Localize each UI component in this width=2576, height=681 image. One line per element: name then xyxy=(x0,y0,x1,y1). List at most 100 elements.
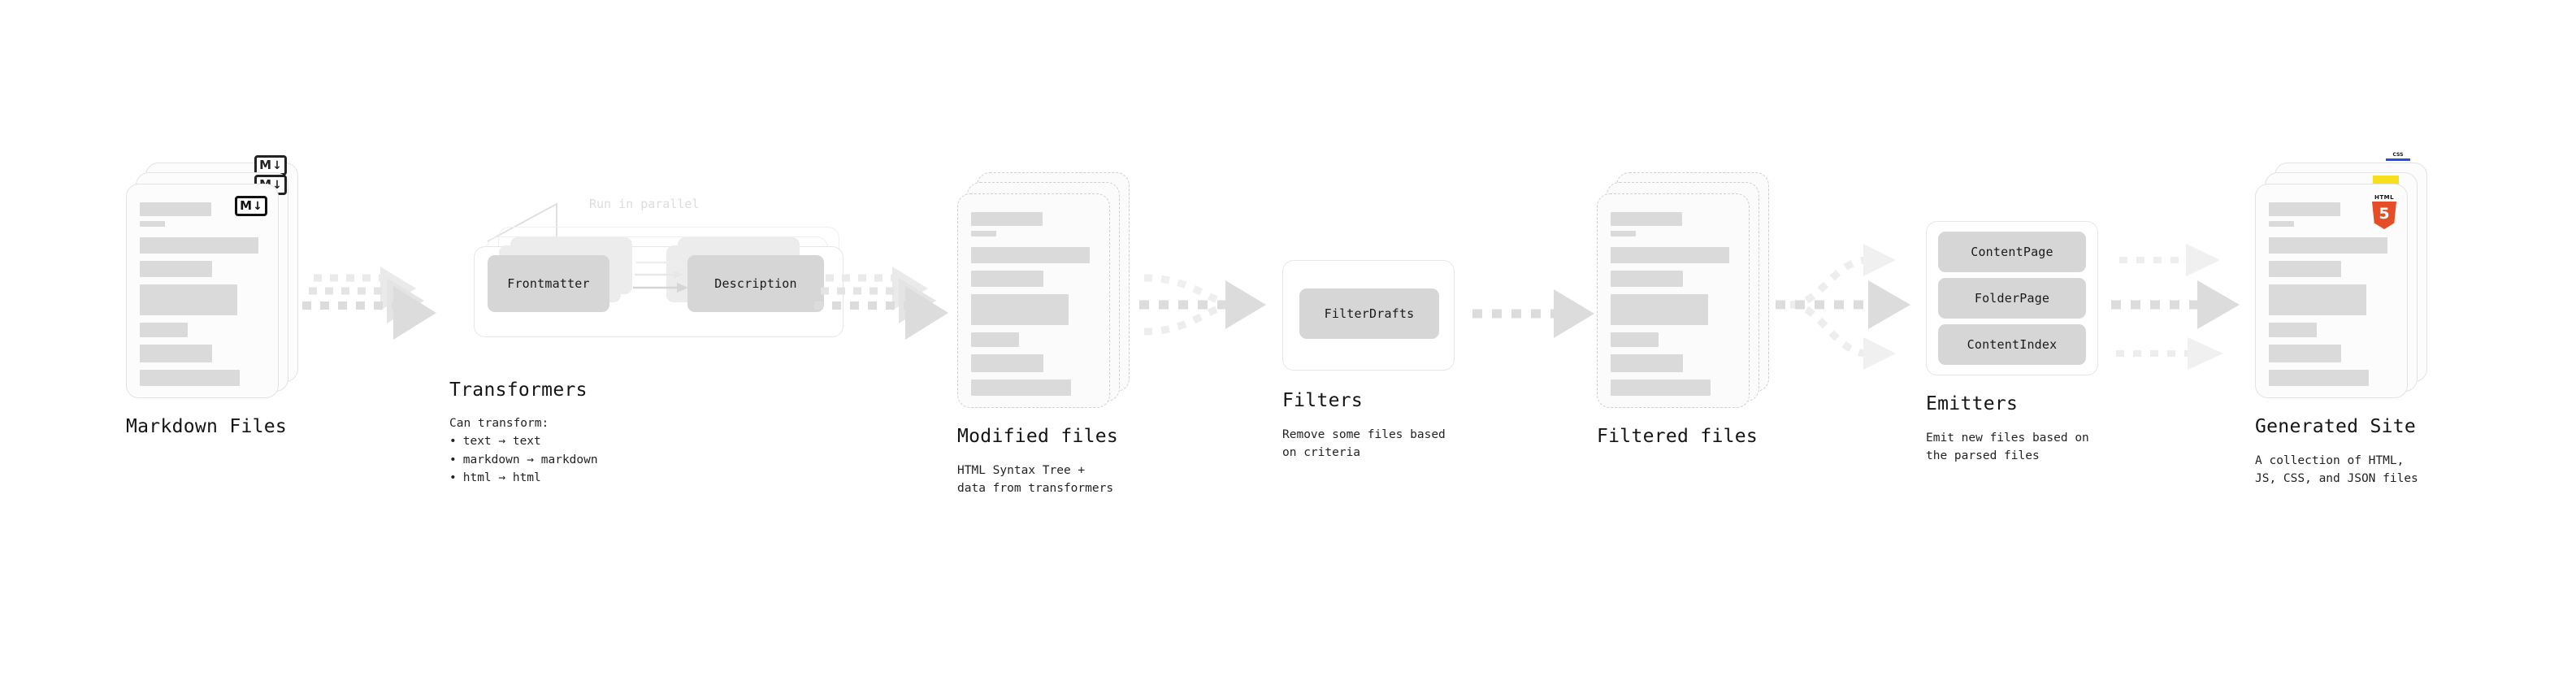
transform-item: markdown → markdown xyxy=(449,451,598,469)
subtitle-line: data from transformers xyxy=(957,482,1114,496)
arrow-emitters-to-site xyxy=(2111,244,2240,370)
placeholder-bar xyxy=(140,370,241,386)
markdown-icon: M↓ xyxy=(235,196,267,216)
transform-item: html → html xyxy=(449,469,598,487)
modified-file-stack xyxy=(957,172,1130,408)
placeholder-bar xyxy=(1611,247,1730,263)
transformers-group-box: Frontmatter Description xyxy=(474,237,843,337)
placeholder-bar xyxy=(1611,380,1711,396)
chip-filterdrafts[interactable]: FilterDrafts xyxy=(1299,288,1439,339)
placeholder-bar xyxy=(1611,271,1684,287)
arrow-markdown-to-transformers xyxy=(302,267,436,340)
chip-contentindex[interactable]: ContentIndex xyxy=(1938,324,2086,365)
transform-item: text → text xyxy=(449,432,598,450)
markdown-icon: M↓ xyxy=(254,155,287,176)
placeholder-bar xyxy=(2269,202,2340,216)
css-icon-bar xyxy=(2386,158,2410,161)
transformer-internal-arrows xyxy=(633,258,688,293)
parallel-leader-line xyxy=(487,202,557,242)
arrow-filters-to-filtered xyxy=(1472,289,1594,338)
filtered-file-stack xyxy=(1597,172,1769,408)
html5-icon-shield xyxy=(2372,202,2396,229)
placeholder-bar xyxy=(140,237,259,254)
stage-title-filtered-files: Filtered files xyxy=(1597,426,1759,447)
placeholder-bar xyxy=(971,354,1044,372)
stage-subtitle-transformers: Can transform: text → text markdown → ma… xyxy=(449,414,598,488)
subtitle-line: HTML Syntax Tree + xyxy=(957,464,1086,477)
placeholder-bar xyxy=(971,332,1019,347)
placeholder-bar xyxy=(140,261,213,277)
placeholder-bar xyxy=(2269,370,2370,386)
placeholder-bar xyxy=(140,323,188,337)
placeholder-bar xyxy=(971,380,1072,396)
placeholder-bar xyxy=(140,345,213,362)
markdown-icon-arrow: ↓ xyxy=(272,158,282,172)
stage-generated-site: CSS HTML xyxy=(2255,152,2427,488)
file-card-front: M↓ xyxy=(126,184,279,398)
placeholder-bar xyxy=(2269,221,2294,227)
stage-title-modified-files: Modified files xyxy=(957,426,1119,447)
stage-title-transformers: Transformers xyxy=(449,380,588,401)
stage-markdown-files: M↓ M↓ M↓ xyxy=(126,155,298,437)
placeholder-bar xyxy=(1611,332,1659,347)
arrow-filtered-to-emitters xyxy=(1776,244,1910,370)
filters-group-box: FilterDrafts xyxy=(1282,260,1455,371)
stage-filters: FilterDrafts Filters Remove some files b… xyxy=(1282,260,1455,462)
subtitle-line: JS, CSS, and JSON files xyxy=(2255,472,2418,486)
html5-icon: HTML xyxy=(2371,194,2397,229)
run-in-parallel-note: Run in parallel xyxy=(589,197,700,211)
css-icon: CSS xyxy=(2386,152,2410,162)
arrow-modified-to-filters xyxy=(1139,274,1266,336)
stage-modified-files: Modified files HTML Syntax Tree + data f… xyxy=(957,172,1130,498)
subtitle-line: on criteria xyxy=(1282,446,1361,460)
stage-title-filters: Filters xyxy=(1282,390,1364,411)
chip-contentpage[interactable]: ContentPage xyxy=(1938,232,2086,272)
chip-frontmatter[interactable]: Frontmatter xyxy=(488,255,609,312)
markdown-icon-arrow: ↓ xyxy=(272,178,282,192)
stage-title-markdown-files: Markdown Files xyxy=(126,416,288,437)
css-icon-label: CSS xyxy=(2392,152,2404,158)
placeholder-bar xyxy=(2269,284,2367,315)
subtitle-line: the parsed files xyxy=(1926,449,2040,463)
transform-lead: Can transform: xyxy=(449,417,549,430)
file-card-front: HTML xyxy=(2255,184,2408,398)
stage-emitters: ContentPage FolderPage ContentIndex Emit… xyxy=(1926,221,2098,466)
stage-subtitle-modified-files: HTML Syntax Tree + data from transformer… xyxy=(957,462,1130,498)
placeholder-bar xyxy=(1611,294,1709,325)
chip-folderpage[interactable]: FolderPage xyxy=(1938,278,2086,319)
html5-icon-label: HTML xyxy=(2374,194,2395,201)
placeholder-bar xyxy=(971,294,1069,325)
placeholder-bar xyxy=(1611,354,1684,372)
stage-filtered-files: Filtered files xyxy=(1597,172,1769,447)
markdown-icon-letter: M xyxy=(259,158,272,172)
transform-list: text → text markdown → markdown html → h… xyxy=(449,432,598,487)
placeholder-bar xyxy=(1611,212,1682,226)
subtitle-line: A collection of HTML, xyxy=(2255,454,2405,467)
stage-title-emitters: Emitters xyxy=(1926,393,2019,414)
placeholder-bar xyxy=(2269,323,2317,337)
file-placeholder-content xyxy=(2256,184,2407,399)
placeholder-bar xyxy=(2269,261,2342,277)
placeholder-bar xyxy=(140,221,165,227)
placeholder-bar xyxy=(971,231,996,236)
stage-title-generated-site: Generated Site xyxy=(2255,416,2417,437)
subtitle-line: Remove some files based xyxy=(1282,428,1446,441)
placeholder-bar xyxy=(971,212,1043,226)
placeholder-bar xyxy=(140,284,238,315)
markdown-file-stack: M↓ M↓ M↓ xyxy=(126,155,298,398)
placeholder-bar xyxy=(2269,345,2342,362)
markdown-icon-arrow: ↓ xyxy=(253,199,262,213)
placeholder-bar xyxy=(140,202,211,216)
placeholder-bar xyxy=(971,247,1091,263)
chip-description[interactable]: Description xyxy=(687,255,824,312)
stage-transformers: Run in parallel xyxy=(449,197,843,484)
placeholder-bar xyxy=(971,271,1044,287)
stage-subtitle-filters: Remove some files based on criteria xyxy=(1282,426,1455,462)
file-placeholder-content xyxy=(958,194,1109,409)
file-placeholder-content xyxy=(1598,194,1749,409)
subtitle-line: Emit new files based on xyxy=(1926,432,2089,445)
stage-subtitle-emitters: Emit new files based on the parsed files xyxy=(1926,429,2098,466)
file-placeholder-content xyxy=(127,184,278,399)
stage-subtitle-generated-site: A collection of HTML, JS, CSS, and JSON … xyxy=(2255,452,2427,488)
